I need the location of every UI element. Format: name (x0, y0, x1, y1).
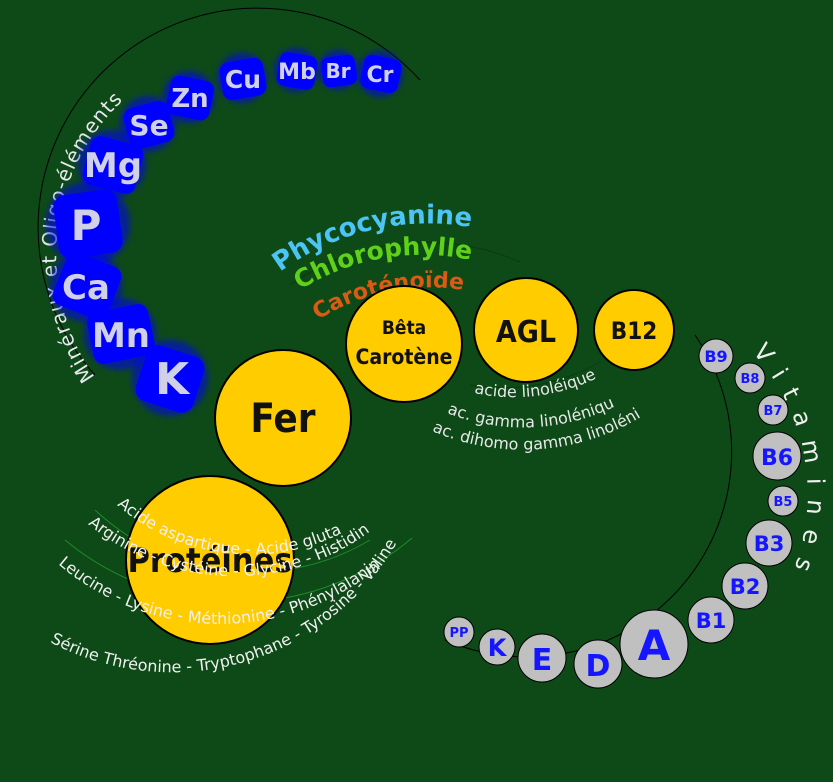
svg-text:B1: B1 (696, 609, 727, 633)
beta-carotene-node: Bêta Carotène (345, 285, 463, 403)
vitamin-e: E (517, 633, 567, 683)
vitamin-a: A (619, 609, 689, 679)
minerals-guide-arc (37, 7, 421, 376)
svg-text:B7: B7 (764, 404, 783, 419)
vitamin-k: K (478, 628, 516, 666)
fatty-acids-guide-arc (469, 361, 601, 389)
svg-text:Cu: Cu (225, 65, 261, 94)
svg-text:Mb: Mb (278, 60, 316, 85)
svg-text:B6: B6 (761, 446, 793, 471)
vitamin-b9: B9 (698, 338, 734, 374)
mineral-badge-ca: Ca (50, 250, 122, 322)
vitamin-pp: PP (443, 616, 475, 648)
svg-text:P: P (71, 201, 102, 250)
vitamin-b1: B1 (687, 596, 735, 644)
svg-text:B5: B5 (774, 495, 793, 510)
svg-text:Cr: Cr (367, 63, 394, 88)
minerals-group: K Mn Ca P Mg Se Zn (46, 48, 403, 416)
beta-carotene-label-line2: Carotène (355, 345, 452, 369)
svg-text:D: D (586, 649, 611, 684)
svg-text:K: K (488, 634, 508, 662)
svg-text:A: A (638, 621, 671, 670)
proteines-label: Protéines (127, 541, 292, 581)
mineral-badge-mg: Mg (78, 130, 146, 198)
vitamin-b8: B8 (734, 362, 766, 394)
proteines-node: Protéines (125, 475, 295, 645)
svg-text:Mg: Mg (84, 146, 142, 186)
svg-text:B2: B2 (730, 575, 761, 599)
svg-text:Se: Se (129, 109, 168, 142)
mineral-badge-mb: Mb (274, 48, 318, 92)
svg-text:Ca: Ca (62, 268, 110, 308)
vitamin-b7: B7 (757, 394, 789, 426)
vitamin-b2: B2 (721, 562, 769, 610)
mineral-badge-cu: Cu (217, 53, 267, 103)
agl-node: AGL (473, 277, 579, 383)
mineral-badge-p: P (46, 182, 130, 266)
b12-label: B12 (611, 317, 658, 345)
vitamin-d: D (573, 639, 623, 689)
agl-label: AGL (496, 315, 556, 350)
vitamins-group: B9 B8 B7 B6 B5 B3 B2 B1 (443, 338, 802, 689)
svg-text:K: K (155, 354, 191, 405)
svg-text:Mn: Mn (92, 316, 150, 356)
vitamin-b6: B6 (752, 431, 802, 481)
mineral-badge-br: Br (318, 50, 358, 90)
svg-text:B3: B3 (754, 532, 785, 556)
mineral-badge-cr: Cr (357, 51, 403, 97)
mineral-badge-k: K (132, 340, 208, 416)
fer-node: Fer (214, 349, 352, 487)
mineral-badge-se: Se (120, 96, 176, 152)
svg-text:Br: Br (325, 59, 350, 83)
vitamin-b5: B5 (767, 485, 799, 517)
svg-text:B8: B8 (741, 372, 760, 387)
b12-node: B12 (593, 289, 675, 371)
fer-label: Fer (250, 396, 315, 442)
vitamin-b3: B3 (745, 519, 793, 567)
svg-text:B9: B9 (704, 347, 727, 366)
svg-text:PP: PP (449, 626, 468, 641)
beta-carotene-label-line1: Bêta (382, 317, 426, 339)
mineral-badge-zn: Zn (163, 71, 215, 123)
svg-text:Zn: Zn (171, 84, 208, 114)
svg-text:E: E (532, 643, 553, 678)
pigment-guide-arc (289, 241, 521, 286)
